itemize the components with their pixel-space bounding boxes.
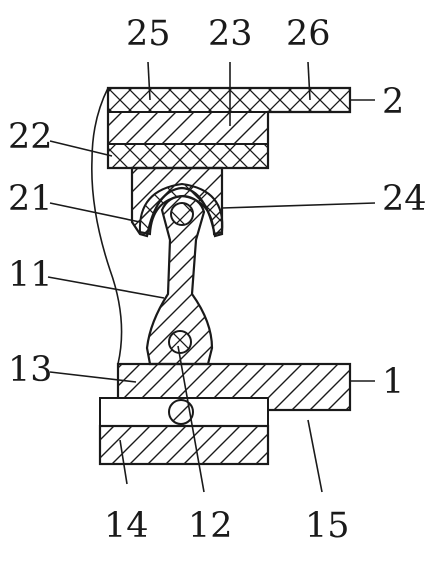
- label-13: 13: [8, 350, 53, 390]
- label-12: 12: [188, 506, 233, 546]
- socket-cup: [138, 182, 224, 236]
- connecting-rod: [145, 194, 214, 366]
- label-21: 21: [8, 179, 53, 219]
- label-1: 1: [382, 362, 404, 402]
- upper-cross-layer-bottom: [107, 143, 269, 169]
- label-11: 11: [8, 255, 53, 295]
- label-2: 2: [382, 82, 404, 122]
- upper-cross-layer-top: [107, 87, 351, 113]
- label-24: 24: [382, 179, 427, 219]
- label-23: 23: [208, 14, 253, 54]
- flexible-side-wall: [91, 87, 123, 365]
- upper-ball: [170, 202, 194, 226]
- lower-base-plate: [98, 424, 270, 466]
- label-26: 26: [286, 14, 331, 54]
- socket-block: [130, 166, 224, 238]
- label-22: 22: [8, 117, 53, 157]
- upper-member: [106, 86, 352, 170]
- label-15: 15: [305, 506, 350, 546]
- upper-middle-layer: [107, 111, 269, 145]
- label-14: 14: [104, 506, 149, 546]
- lower-ball: [168, 399, 194, 425]
- leader-lines: [47, 61, 376, 493]
- label-25: 25: [126, 14, 171, 54]
- lower-member: [98, 362, 352, 466]
- reference-labels: 25 23 26 2 22 21 24 11 13 1 14 12 15: [8, 14, 427, 546]
